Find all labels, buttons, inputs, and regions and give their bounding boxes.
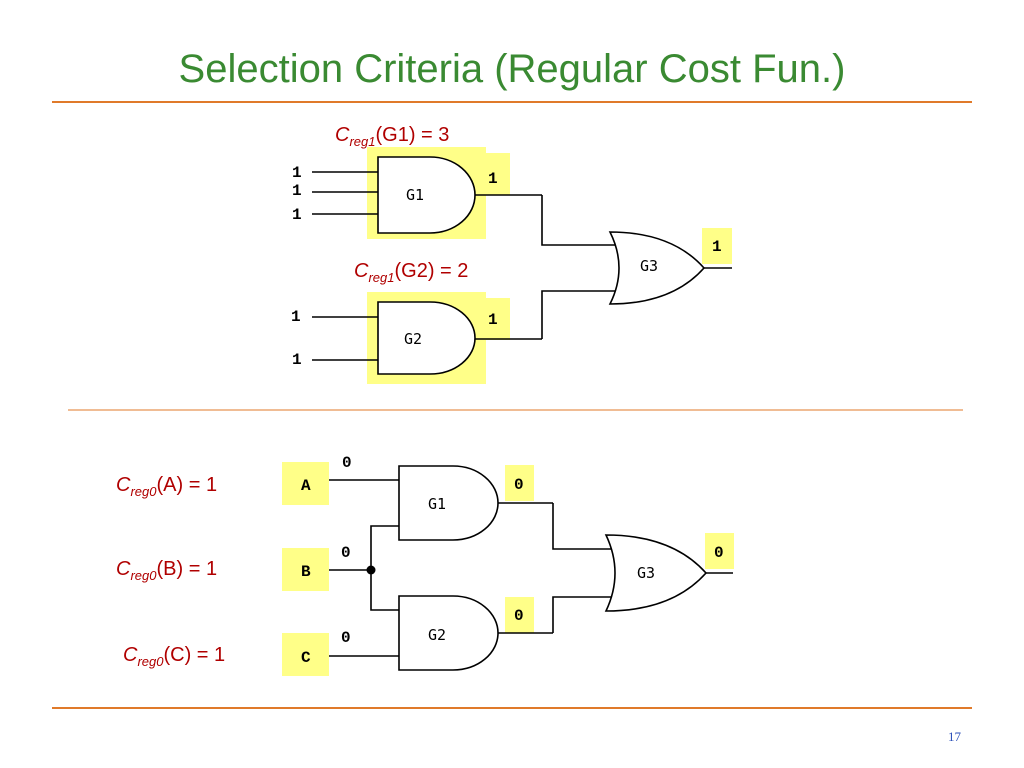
bottom-circuit: Creg0(A) = 1 Creg0(B) = 1 Creg0(C) = 1 A…: [116, 454, 734, 676]
input-a-box: [282, 462, 329, 505]
input-c-label: C: [301, 649, 311, 667]
top-g1-output-value: 1: [488, 170, 498, 188]
top-g1-and-gate: [377, 156, 476, 234]
input-b-box: [282, 548, 329, 591]
top-cost-g2: Creg1(G2) = 2: [354, 260, 468, 285]
top-g2-input-1: 1: [291, 308, 301, 326]
top-g1-output-highlight: [476, 153, 510, 195]
bottom-g3-output-value: 0: [714, 544, 724, 562]
bottom-cost-b: Creg0(B) = 1: [116, 558, 217, 583]
top-g2-input-2: 1: [292, 351, 302, 369]
input-c-box: [282, 633, 329, 676]
bottom-g1-and-gate: [398, 465, 499, 541]
input-b-value: 0: [341, 544, 351, 562]
slide-title: Selection Criteria (Regular Cost Fun.): [179, 47, 846, 91]
top-g2-to-g3-wire: [541, 290, 618, 339]
fanout-junction-dot: [366, 565, 376, 575]
top-circuit: Creg1(G1) = 3 Creg1(G2) = 2 1 1 1 G1 1 1…: [291, 124, 732, 384]
top-g2-output-highlight: [476, 298, 510, 340]
input-b-to-g1-wire: [370, 525, 399, 570]
bottom-g1-label: G1: [428, 495, 446, 513]
bottom-g3-output-highlight: [705, 533, 734, 569]
top-g1-input-2: 1: [292, 182, 302, 200]
input-a-value: 0: [342, 454, 352, 472]
bottom-g1-output-highlight: [505, 465, 534, 501]
top-g3-or-gate: [608, 231, 706, 305]
bottom-g2-and-gate: [398, 595, 499, 671]
bottom-g2-label: G2: [428, 626, 446, 644]
bottom-g3-label: G3: [637, 564, 655, 582]
bottom-g1-output-value: 0: [514, 476, 524, 494]
input-c-value: 0: [341, 629, 351, 647]
top-g3-output-highlight: [702, 228, 732, 264]
input-b-label: B: [301, 563, 311, 581]
top-g1-label: G1: [406, 186, 424, 204]
bottom-g1-to-g3-wire: [552, 503, 614, 550]
bottom-cost-c: Creg0(C) = 1: [123, 644, 225, 669]
bottom-g3-or-gate: [604, 534, 708, 612]
top-g3-label: G3: [640, 257, 658, 275]
input-a-label: A: [301, 477, 311, 495]
top-g2-and-gate: [377, 301, 476, 375]
top-g2-output-value: 1: [488, 311, 498, 329]
input-b-to-g2-wire: [370, 570, 399, 611]
top-g1-input-1: 1: [292, 164, 302, 182]
bottom-cost-a: Creg0(A) = 1: [116, 474, 217, 499]
page-number: 17: [948, 729, 962, 744]
top-g2-label: G2: [404, 330, 422, 348]
top-g1-to-g3-wire: [541, 195, 618, 246]
bottom-g2-output-highlight: [505, 597, 534, 633]
top-g1-input-3: 1: [292, 206, 302, 224]
top-cost-g1: Creg1(G1) = 3: [335, 124, 449, 149]
top-g3-output-value: 1: [712, 238, 722, 256]
bottom-g2-output-value: 0: [514, 607, 524, 625]
bottom-g2-to-g3-wire: [552, 596, 614, 633]
